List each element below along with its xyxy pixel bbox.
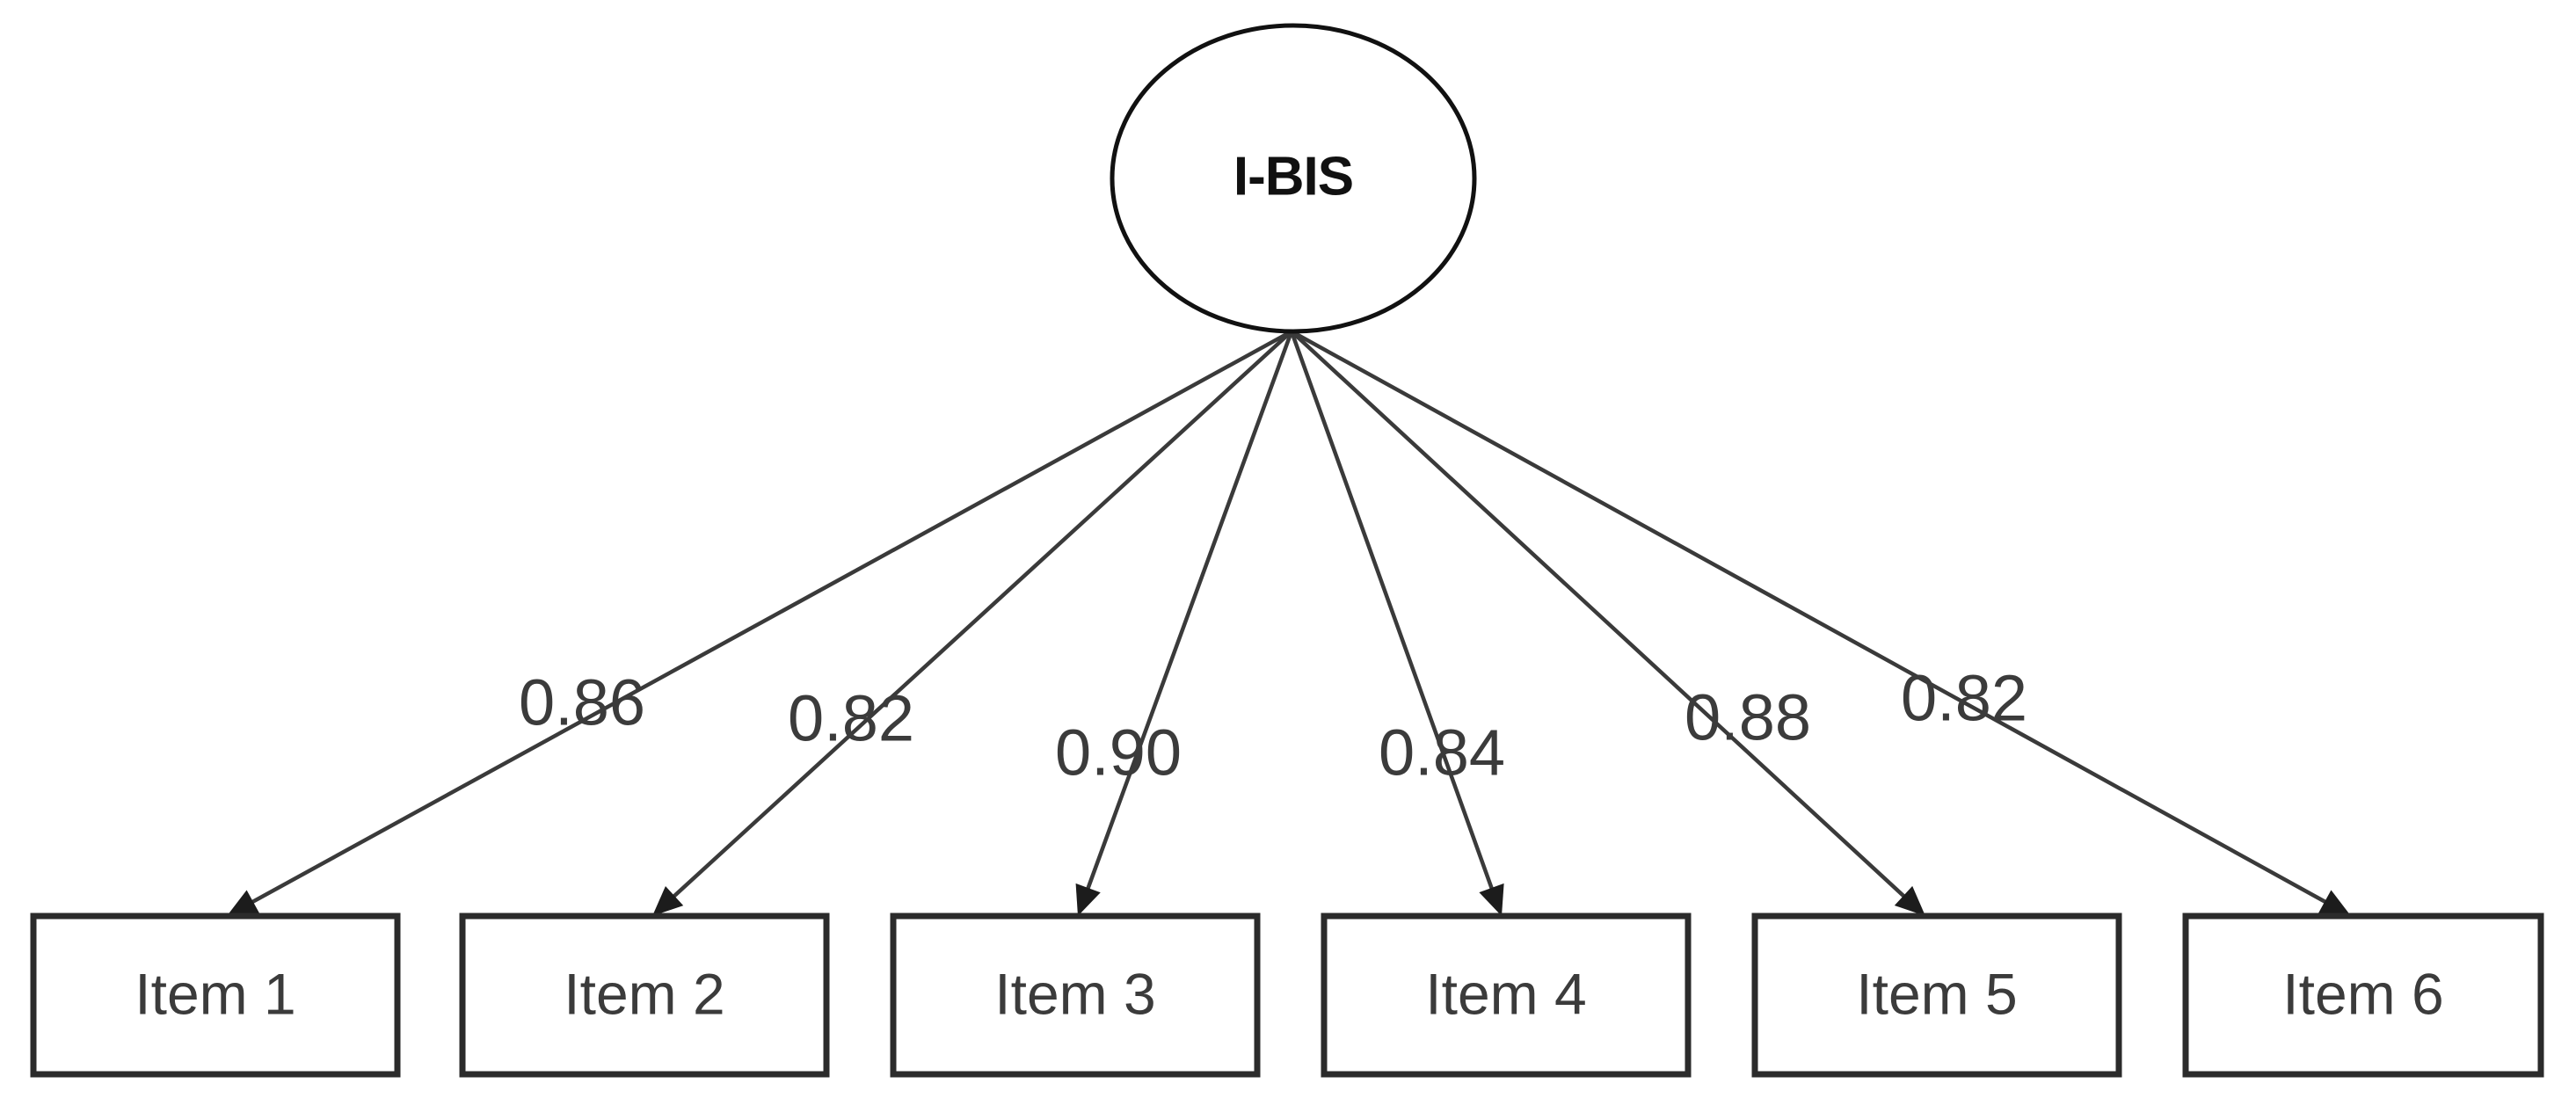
loading-value-3: 0.90 [1055, 716, 1182, 789]
indicator-node-5[interactable]: Item 5 [1751, 913, 2122, 1078]
loading-path-2[interactable] [669, 330, 1293, 901]
arrowhead-icon-2 [652, 885, 684, 916]
indicator-box-3 [890, 913, 1261, 1078]
factor-label: I-BIS [1233, 146, 1353, 207]
loading-value-2: 0.82 [788, 682, 914, 755]
indicator-label-2: Item 2 [564, 961, 724, 1026]
loading-value-5: 0.88 [1685, 681, 1811, 754]
loading-path-6[interactable] [1290, 330, 2331, 906]
loading-value-4: 0.84 [1379, 716, 1505, 789]
loading-path-1[interactable] [247, 330, 1293, 906]
indicator-box-1 [30, 913, 401, 1078]
indicator-box-5 [1751, 913, 2122, 1078]
indicator-node-1[interactable]: Item 1 [30, 913, 401, 1078]
loading-labels-layer: 0.86 0.82 0.90 0.84 0.88 0.82 [519, 662, 2027, 789]
indicator-label-6: Item 6 [2282, 961, 2443, 1026]
indicator-label-5: Item 5 [1856, 961, 2017, 1026]
arrowhead-icon-5 [1894, 885, 1925, 916]
latent-factor-node[interactable]: I-BIS [1110, 23, 1477, 334]
indicator-node-2[interactable]: Item 2 [459, 913, 830, 1078]
indicator-label-4: Item 4 [1425, 961, 1586, 1026]
factor-ellipse-icon [1110, 23, 1477, 334]
indicator-box-2 [459, 913, 830, 1078]
arrowheads-layer [227, 883, 2351, 916]
arrowhead-icon-1 [227, 890, 260, 916]
arrowhead-icon-3 [1075, 883, 1101, 916]
loading-path-3[interactable] [1084, 331, 1294, 894]
arrowhead-icon-6 [2318, 890, 2351, 916]
indicator-node-6[interactable]: Item 6 [2182, 913, 2544, 1078]
indicator-label-3: Item 3 [994, 961, 1155, 1026]
loading-path-4[interactable] [1289, 331, 1495, 894]
indicator-box-6 [2182, 913, 2544, 1078]
path-lines-layer [247, 330, 2331, 906]
loading-value-1: 0.86 [519, 666, 645, 739]
indicator-node-3[interactable]: Item 3 [890, 913, 1261, 1078]
indicator-label-1: Item 1 [135, 961, 295, 1026]
indicator-box-4 [1321, 913, 1692, 1078]
loading-value-6: 0.82 [1901, 662, 2027, 735]
loading-path-5[interactable] [1290, 330, 1910, 901]
indicator-node-4[interactable]: Item 4 [1321, 913, 1692, 1078]
indicator-boxes-layer: Item 1 Item 2 Item 3 Item 4 Item 5 Item 6 [30, 913, 2544, 1078]
arrowhead-icon-4 [1479, 883, 1504, 916]
